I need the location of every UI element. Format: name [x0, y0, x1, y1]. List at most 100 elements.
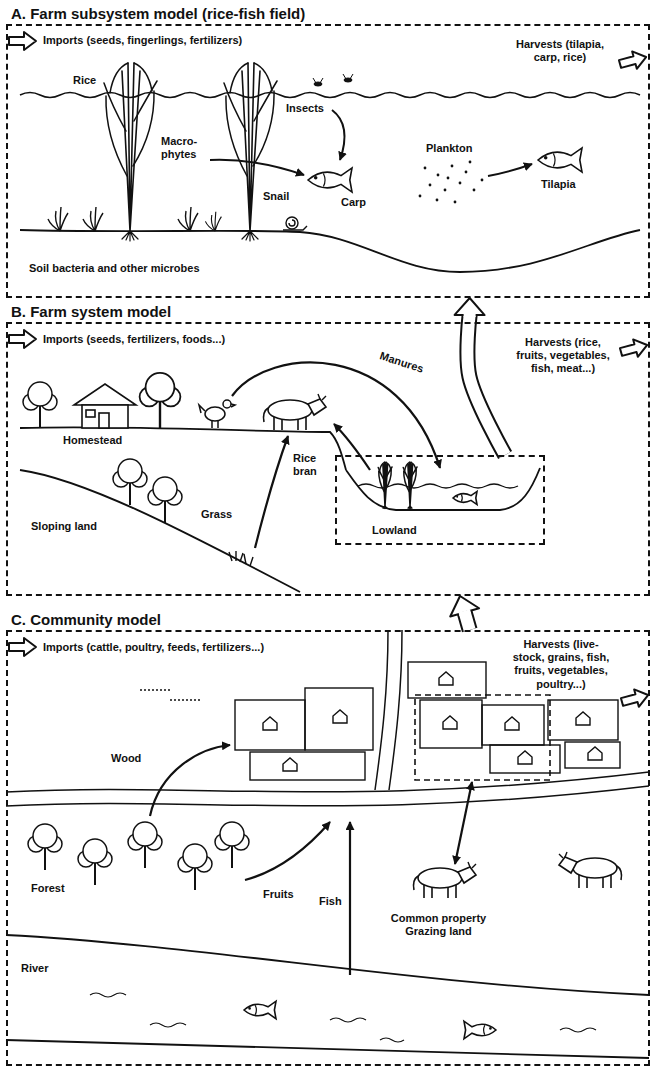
connector-head: [455, 298, 485, 315]
road: [6, 786, 649, 806]
road: [375, 630, 388, 790]
macrophyte-plant: [83, 207, 103, 231]
connector-join: [464, 314, 476, 318]
road: [6, 772, 649, 792]
rice-plant: [104, 63, 277, 241]
house: [439, 672, 453, 685]
flow-arrow: [210, 110, 532, 176]
label-text: Soil bacteria and other microbes: [28, 262, 201, 275]
chicken: [223, 400, 231, 408]
village-plot: [482, 705, 544, 745]
road: [389, 630, 402, 790]
import-arrow: [9, 330, 36, 348]
plankton-dot: [437, 174, 440, 177]
flow-arrow: [488, 164, 532, 176]
import-arrow: [9, 32, 36, 50]
tilapia-fish: [538, 148, 582, 172]
label-text: Harvests (rice, fruits, vegetables, fish…: [510, 336, 616, 376]
tree: [148, 477, 182, 523]
label-text: Macro- phytes: [160, 135, 208, 161]
panel-box: C. Community model: [6, 630, 650, 1066]
plankton-dot: [444, 189, 447, 192]
flow-arrow: [245, 822, 330, 880]
import-arrow: [9, 638, 36, 656]
panel-heading: A. Farm subsystem model (rice-fish field…: [10, 5, 306, 22]
village-plot: [305, 688, 373, 750]
flow-arrow: [332, 110, 345, 160]
fish: [453, 491, 477, 504]
tree: [23, 382, 57, 428]
cow: [264, 394, 327, 430]
snail: [283, 217, 307, 230]
flow-arrow: [455, 782, 472, 864]
plankton-dot: [459, 182, 462, 185]
village-plot: [420, 700, 482, 748]
label-text: River: [20, 962, 50, 975]
flow-arrow: [255, 436, 288, 548]
bird: [140, 690, 200, 700]
panel-box: A. Farm subsystem model (rice-fish field…: [6, 24, 650, 298]
house: [82, 405, 128, 428]
house: [74, 384, 136, 405]
sloping-land: [20, 470, 300, 592]
macrophyte-plant: [48, 207, 221, 231]
plankton-dot: [424, 167, 427, 170]
harvest-arrow: [620, 686, 651, 710]
village-plot: [490, 745, 560, 773]
river-wave: [560, 1028, 596, 1032]
flow-arrow: [210, 160, 304, 175]
plankton-dot: [419, 161, 484, 204]
tree: [113, 459, 147, 505]
label-text: Tilapia: [540, 178, 577, 191]
tree: [178, 844, 212, 890]
ground-line: [20, 427, 540, 510]
fish: [244, 1001, 496, 1039]
cow: [414, 862, 477, 898]
house: [518, 751, 532, 764]
river-bank: [6, 935, 649, 995]
macrophyte-plant: [205, 212, 221, 231]
region-label: Lowland: [371, 524, 418, 537]
label-text: Forest: [30, 882, 66, 895]
rice-plant: [378, 462, 392, 508]
river-bank: [6, 935, 649, 1058]
label-text: Manures: [377, 349, 426, 376]
community-subarea: [415, 695, 550, 780]
macrophyte-plant: [178, 207, 198, 231]
label-text: Imports (seeds, fertilizers, foods...): [42, 333, 226, 346]
insect: [313, 74, 353, 86]
plankton-dot: [473, 189, 476, 192]
import-arrow: [9, 638, 36, 656]
fish: [453, 491, 477, 504]
connector-join: [458, 611, 471, 614]
flow-arrow: [349, 822, 351, 975]
river-bank: [6, 1040, 649, 1058]
harvest-arrow: [619, 336, 650, 360]
label-text: Sloping land: [30, 520, 98, 533]
region-box: Lowland: [335, 455, 545, 545]
label-text: Fish: [318, 895, 343, 908]
cow: [414, 852, 622, 898]
river-wave: [90, 993, 126, 997]
plankton-dot: [419, 195, 422, 198]
grass-tuft: [229, 551, 253, 566]
label-text: Insects: [285, 102, 325, 115]
flow-arrow: [150, 745, 230, 816]
community-subarea: [415, 695, 550, 780]
village-plot: [548, 700, 618, 740]
import-arrow: [9, 330, 36, 348]
flow-arrow: [150, 745, 472, 975]
house: [86, 410, 95, 417]
tree: [215, 822, 249, 868]
tree: [28, 824, 62, 870]
plankton-dot: [429, 184, 432, 187]
house: [505, 717, 519, 730]
snail: [289, 220, 295, 226]
plankton-dot: [481, 179, 484, 182]
panel-heading: C. Community model: [10, 611, 162, 628]
plankton-dot: [447, 177, 450, 180]
house: [333, 710, 347, 723]
connector-arrow: [450, 596, 479, 630]
river-wave: [380, 1038, 404, 1042]
